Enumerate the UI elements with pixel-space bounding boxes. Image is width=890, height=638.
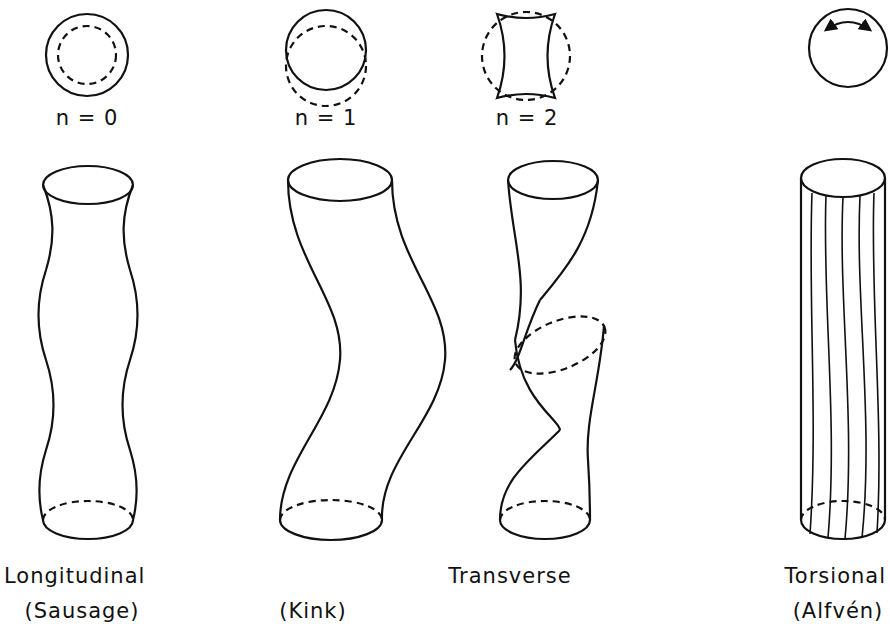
n2-tube: [500, 161, 613, 539]
mode-number: n = 2: [496, 107, 559, 130]
torsional-tube: [801, 159, 885, 539]
n2-cross-section: [482, 12, 570, 100]
mode-number: n = 1: [295, 107, 358, 130]
mode-name: Transverse: [448, 565, 571, 588]
mode-subname: (Kink): [279, 600, 346, 623]
sausage-cross-section: [46, 14, 128, 96]
mode-number: n = 0: [56, 107, 119, 130]
sausage-tube: [39, 166, 138, 539]
kink-tube: [280, 159, 445, 540]
mode-subname: (Sausage): [25, 600, 140, 623]
mode-name: Longitudinal: [4, 565, 145, 588]
kink-cross-section: [286, 10, 366, 106]
mode-subname: (Alfvén): [793, 600, 884, 623]
torsional-cross-section: [809, 9, 887, 87]
mode-name: Torsional: [785, 565, 886, 588]
